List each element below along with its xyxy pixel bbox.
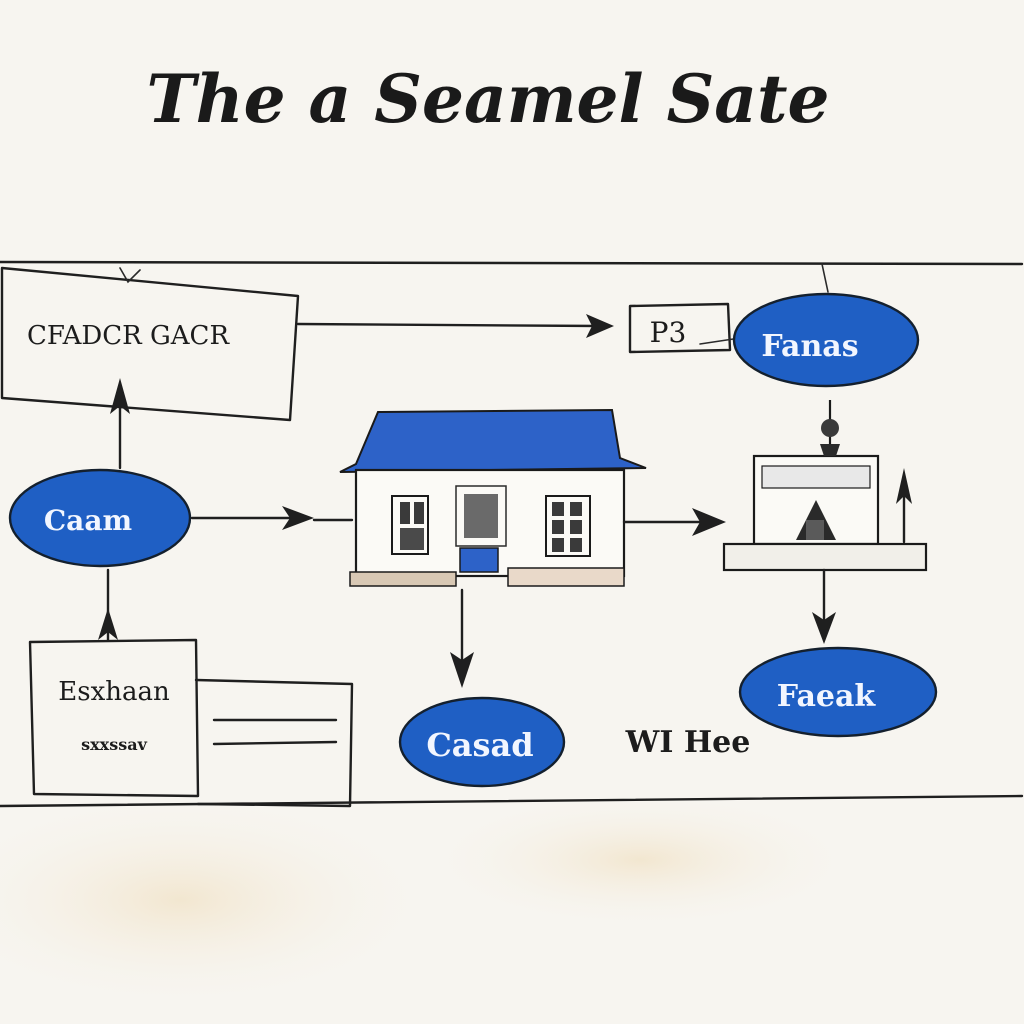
bottom-right-oval-label: Faeak [777, 679, 877, 714]
arrowhead-left-oval-to-box [110, 378, 130, 414]
arrowhead-left-oval-to-house [282, 506, 314, 530]
arrowhead-house-to-bottom-oval [450, 652, 474, 688]
arrowhead-house-to-building [692, 508, 726, 536]
bottom-left-inner-box [28, 638, 200, 798]
arrowhead-building-to-bottom-right [812, 612, 836, 644]
arrowhead-box-to-tag [586, 314, 614, 338]
bottom-left-line-b [212, 740, 338, 746]
center-bottom-oval [398, 696, 566, 788]
left-oval [8, 468, 192, 568]
top-left-box-tab [119, 267, 141, 284]
bottom-label: WI Hee [625, 725, 751, 760]
diagram-title: The a Seamel Sate [146, 60, 829, 138]
top-right-oval-label: Fanas [761, 329, 858, 364]
arrowhead-building-up [896, 468, 912, 504]
frame-bottom-line [0, 794, 1024, 808]
small-tag-box [628, 302, 732, 354]
arrow-box-to-tag [296, 322, 602, 328]
top-left-box-label: CFADCR GACR [27, 321, 230, 351]
house-icon [339, 408, 647, 587]
bottom-left-box-line2: sxxssav [81, 735, 147, 754]
top-right-oval-stem [821, 263, 829, 293]
arrowhead-box-to-left-oval [98, 608, 118, 640]
paper-stain-2 [420, 790, 860, 930]
bottom-left-outer-box [194, 678, 354, 808]
paper-stain [0, 790, 440, 1010]
left-oval-label: Caam [44, 504, 132, 537]
top-left-box [0, 266, 300, 422]
small-tag-label: P3 [650, 316, 687, 349]
frame-top-line [0, 260, 1024, 266]
top-right-oval [732, 292, 920, 388]
building-icon [722, 400, 928, 572]
bottom-right-oval [738, 646, 938, 738]
center-bottom-oval-label: Casad [426, 726, 533, 764]
bottom-left-box-line1: Esxhaan [58, 677, 170, 707]
